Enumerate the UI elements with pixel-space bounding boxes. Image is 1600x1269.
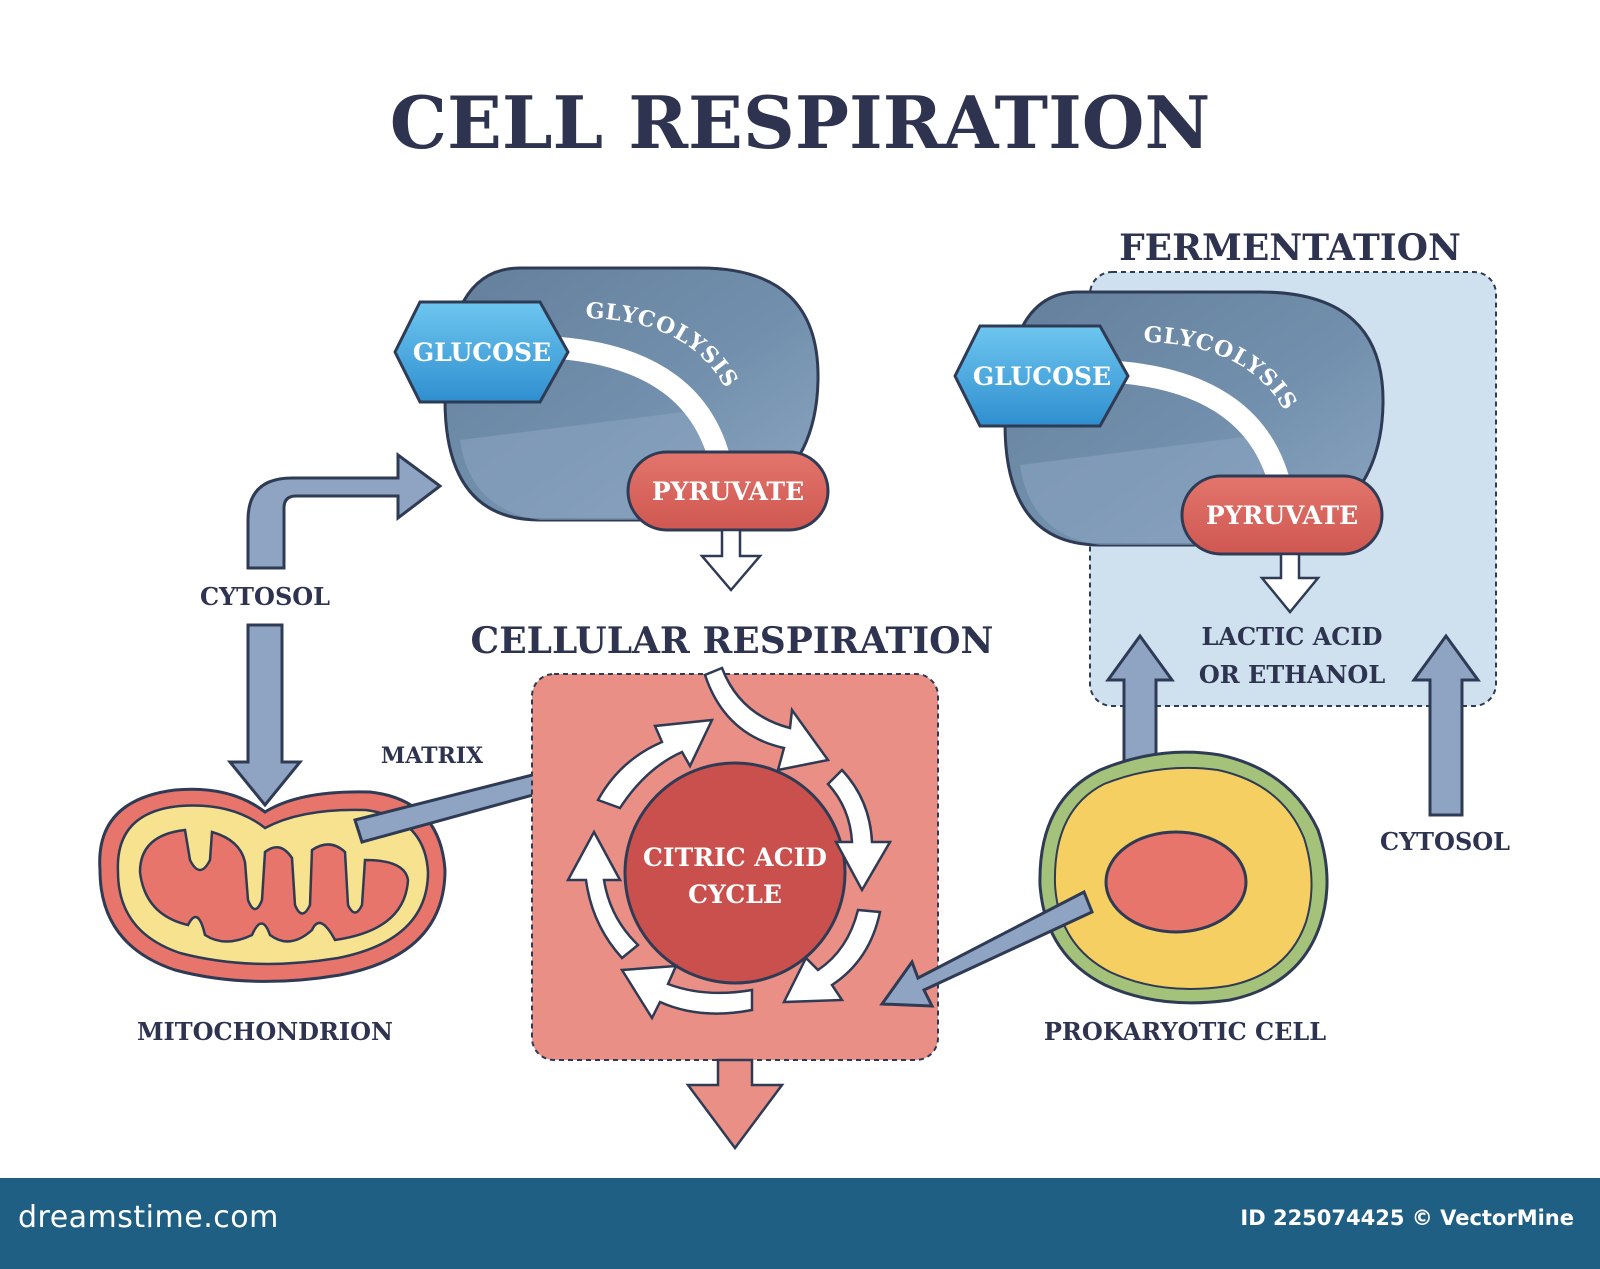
right-pyruvate-down-arrow	[1259, 552, 1321, 614]
mitochondrion-cristae	[138, 828, 410, 943]
cytosol-to-fermentation-arrow	[1411, 633, 1481, 817]
cytosol-left-label: CYTOSOL	[200, 582, 330, 611]
left-glucose-label: GLUCOSE	[413, 338, 551, 367]
cycle-arrow-top	[703, 666, 831, 772]
diagram-canvas: CELL RESPIRATION GLYCOLYSIS GLUCOSE PYRU…	[98, 80, 1510, 1151]
fermentation-product-line2: OR ETHANOL	[1199, 660, 1386, 689]
citric-acid-cycle-line1: CITRIC ACID	[643, 843, 827, 872]
cellular-respiration-output-arrow	[685, 1058, 785, 1151]
cellular-respiration-title: CELLULAR RESPIRATION	[471, 620, 994, 662]
cell-to-respiration-arrow	[879, 889, 1094, 1008]
prokaryotic-cell-nucleoid	[1104, 830, 1248, 934]
cycle-arrow-bottom	[619, 964, 754, 1021]
right-glycolysis-group: GLYCOLYSIS GLUCOSE PYRUVATE	[953, 290, 1385, 614]
citric-acid-cycle-center	[623, 761, 847, 985]
cytosol-to-glycolysis-arrow	[246, 452, 443, 570]
right-pyruvate-label: PYRUVATE	[1206, 501, 1358, 530]
citric-cycle-arrows	[565, 666, 893, 1021]
cycle-arrow-left-lower	[565, 829, 640, 960]
left-pyruvate-label: PYRUVATE	[652, 477, 804, 506]
cycle-arrow-right-lower	[781, 908, 882, 1004]
footer-logo[interactable]: dreamstime.com	[18, 1200, 279, 1235]
mitochondrion-label: MITOCHONDRION	[137, 1017, 393, 1046]
cytosol-to-mitochondrion-arrow	[226, 623, 304, 808]
cytosol-right-label: CYTOSOL	[1380, 827, 1510, 856]
fermentation-product-line1: LACTIC ACID	[1202, 622, 1383, 651]
right-glucose-label: GLUCOSE	[973, 362, 1111, 391]
cycle-arrow-right-upper	[826, 768, 893, 893]
diagram-title: CELL RESPIRATION	[390, 80, 1211, 165]
right-glycolysis-path	[1107, 361, 1293, 505]
mitochondrion-group	[98, 787, 447, 983]
left-glycolysis-group: GLYCOLYSIS GLUCOSE PYRUVATE	[393, 266, 830, 592]
left-glycolysis-path	[549, 337, 733, 481]
matrix-label: MATRIX	[381, 743, 484, 769]
footer-credit: ID 225074425 © VectorMine	[1240, 1206, 1574, 1230]
prokaryotic-cell-group	[1038, 750, 1329, 1005]
footer-bar: dreamstime.com ID 225074425 © VectorMine	[0, 1178, 1600, 1269]
cycle-arrow-left-upper	[596, 718, 715, 810]
citric-acid-cycle-line2: CYCLE	[688, 880, 782, 909]
prokaryotic-cell-label: PROKARYOTIC CELL	[1044, 1017, 1326, 1046]
left-glucose-hexagon	[393, 300, 570, 404]
right-glucose-hexagon	[953, 324, 1130, 428]
fermentation-title: FERMENTATION	[1119, 227, 1461, 269]
left-pyruvate-down-arrow	[699, 528, 763, 592]
